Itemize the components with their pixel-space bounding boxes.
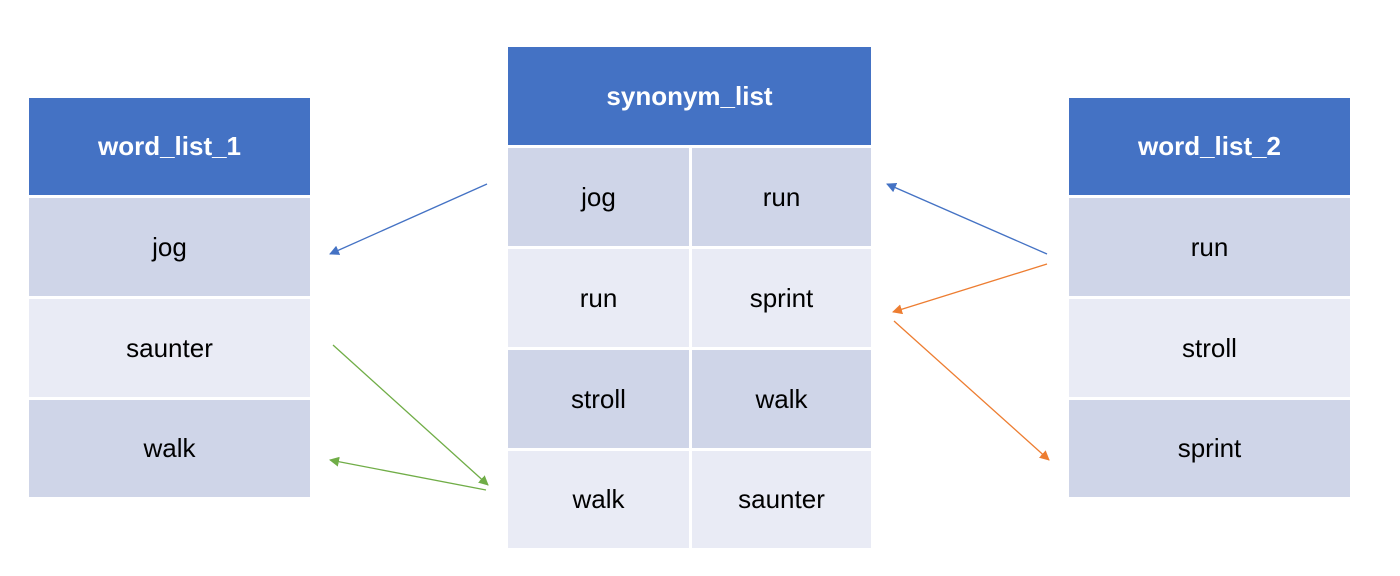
table-row: walk saunter: [508, 448, 871, 548]
table-row: saunter: [29, 296, 310, 397]
table-row: stroll walk: [508, 347, 871, 448]
arrow-synonym-sprint-to-word-list-2-sprint: [893, 320, 1050, 461]
word-list-1-cell: jog: [29, 198, 310, 296]
word-list-2-header: word_list_2: [1069, 98, 1350, 195]
arrow-saunter-to-synonym-walk: [332, 344, 489, 486]
synonym-match-cell: sprint: [689, 249, 871, 347]
table-row: walk: [29, 397, 310, 497]
table-row: sprint: [1069, 397, 1350, 497]
word-list-2-cell: sprint: [1069, 400, 1350, 497]
synonym-word-cell: jog: [508, 148, 689, 246]
synonym-word-cell: walk: [508, 451, 689, 548]
synonym-match-cell: saunter: [689, 451, 871, 548]
word-list-2-cell: stroll: [1069, 299, 1350, 397]
synonym-match-cell: run: [689, 148, 871, 246]
table-row: jog: [29, 195, 310, 296]
word-list-2-table: word_list_2 run stroll sprint: [1069, 98, 1350, 497]
arrow-jog-to-word-list-1: [329, 183, 488, 255]
word-list-1-cell: saunter: [29, 299, 310, 397]
synonym-match-cell: walk: [689, 350, 871, 448]
synonym-word-cell: stroll: [508, 350, 689, 448]
word-list-1-cell: walk: [29, 400, 310, 497]
table-row: stroll: [1069, 296, 1350, 397]
table-row: run sprint: [508, 246, 871, 347]
synonym-list-table: synonym_list jog run run sprint stroll w…: [508, 47, 871, 548]
table-row: run: [1069, 195, 1350, 296]
synonym-list-header: synonym_list: [508, 47, 871, 145]
word-list-1-table: word_list_1 jog saunter walk: [29, 98, 310, 497]
table-row: jog run: [508, 145, 871, 246]
word-list-2-cell: run: [1069, 198, 1350, 296]
arrow-run-to-synonym-run: [886, 183, 1048, 255]
arrow-synonym-walk-to-word-list-1-walk: [329, 456, 487, 491]
arrow-run-to-synonym-sprint: [892, 263, 1048, 315]
synonym-word-cell: run: [508, 249, 689, 347]
word-list-1-header: word_list_1: [29, 98, 310, 195]
